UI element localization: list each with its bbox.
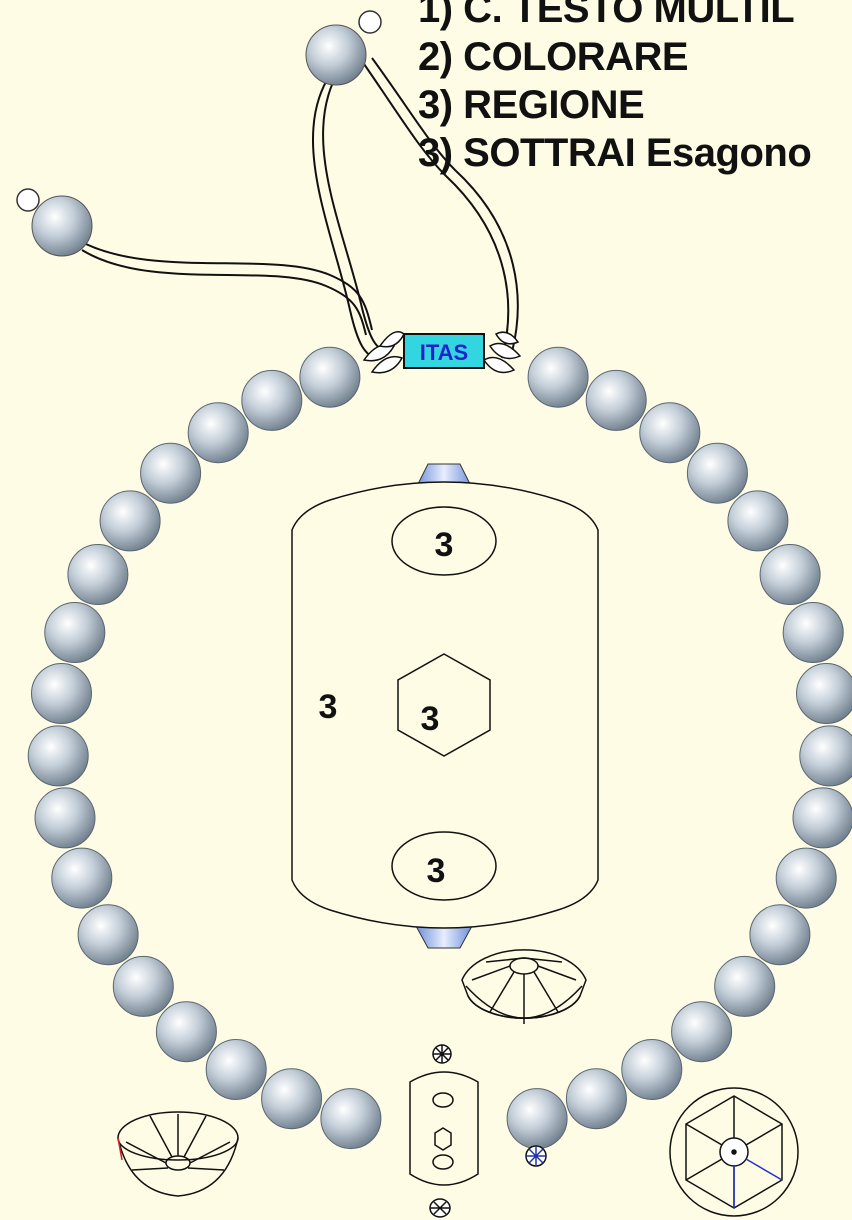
small-gem-right	[525, 1145, 547, 1167]
bracelet-bead	[241, 369, 303, 431]
clasp-label: ITAS	[420, 340, 468, 365]
bracelet-bead	[261, 1068, 323, 1130]
small-gem-bottom	[429, 1198, 451, 1218]
itas-clasp: ITAS	[403, 333, 485, 369]
bracelet-bead	[67, 544, 129, 605]
faceted-gem-side-left	[117, 1111, 239, 1197]
instruction-step-4: 3) SOTTRAI Esagono	[418, 131, 812, 175]
cord-end-bead-top	[305, 10, 382, 86]
knot-right	[482, 331, 522, 374]
bracelet-bead	[799, 725, 852, 787]
bracelet-bead	[565, 1068, 627, 1130]
top-oval	[391, 506, 497, 576]
bracelet-bead	[44, 602, 106, 663]
hexagon	[397, 653, 491, 757]
faceted-gem-top-view	[669, 1087, 799, 1217]
bracelet-bead	[299, 346, 361, 408]
instruction-list: 1) C. TESTO MULTIL 2) COLORARE 3) REGION…	[418, 0, 812, 178]
bracelet-bead	[187, 402, 249, 464]
bracelet-bead	[749, 904, 811, 966]
region-label-outer: 3	[319, 688, 338, 726]
bracelet-bead	[320, 1088, 382, 1150]
bracelet-bead	[727, 490, 789, 552]
bracelet-bead	[792, 787, 852, 849]
bracelet-bead	[51, 847, 113, 909]
bracelet-bead	[112, 955, 174, 1017]
bracelet-bead	[796, 663, 852, 724]
cord-left	[77, 57, 519, 359]
cord-end-bead-left	[16, 188, 93, 257]
bead-ring	[27, 346, 852, 1150]
bracelet-bead	[671, 1001, 733, 1063]
bracelet-bead	[775, 847, 837, 909]
bracelet-bead	[639, 402, 701, 464]
bracelet-bead	[140, 442, 202, 504]
small-gem-top	[432, 1044, 452, 1064]
cord-right	[312, 49, 387, 361]
bottom-oval	[391, 831, 497, 901]
gem-bottom	[415, 925, 473, 949]
bracelet-bead	[759, 544, 821, 605]
bracelet-bead	[31, 663, 92, 724]
region-label-hexagon: 3	[421, 700, 440, 738]
bracelet-bead	[34, 787, 96, 849]
instruction-step-3: 3) REGIONE	[418, 83, 645, 127]
instruction-step-2: 2) COLORARE	[418, 35, 689, 79]
bracelet-bead	[585, 369, 647, 431]
bracelet-bead	[99, 490, 161, 552]
bracelet-bead	[155, 1001, 217, 1063]
bracelet-bead	[686, 442, 748, 504]
spacer-barrel-bead	[409, 1071, 479, 1186]
bracelet-bead	[27, 725, 89, 787]
region-label-bottom-oval: 3	[427, 852, 446, 890]
bracelet-bead	[205, 1039, 267, 1100]
bracelet-bead	[506, 1088, 568, 1150]
bracelet-bead	[782, 602, 844, 663]
bracelet-bead	[527, 346, 589, 408]
bracelet-bead	[621, 1039, 683, 1100]
instruction-step-1: 1) C. TESTO MULTIL	[418, 0, 795, 31]
knot-left	[362, 331, 405, 374]
region-label-top-oval: 3	[435, 526, 454, 564]
faceted-gem-side-right	[461, 949, 587, 1024]
bracelet-bead	[77, 904, 139, 966]
bracelet-bead	[714, 955, 776, 1017]
